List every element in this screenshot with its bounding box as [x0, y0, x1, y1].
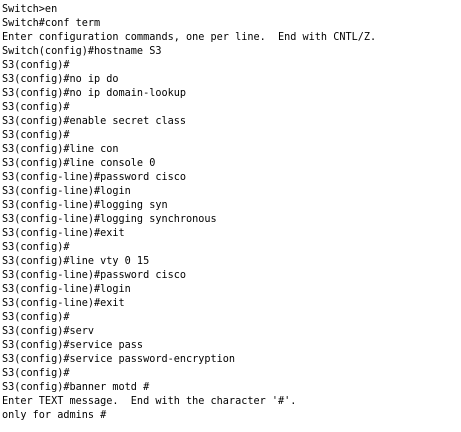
terminal-line: S3(config-line)#login: [2, 284, 131, 295]
terminal-line: Switch>en: [2, 4, 58, 15]
terminal-line: Enter configuration commands, one per li…: [2, 32, 377, 43]
terminal-line: S3(config)#: [2, 368, 70, 379]
terminal-line: S3(config)#line console 0: [2, 158, 156, 169]
terminal-line: Switch(config)#hostname S3: [2, 46, 162, 57]
terminal-line: S3(config)#: [2, 130, 70, 141]
terminal-line: S3(config)#: [2, 102, 70, 113]
terminal-line: S3(config)#service pass: [2, 340, 144, 351]
terminal-line: S3(config)#: [2, 312, 70, 323]
terminal-line: S3(config)#enable secret class: [2, 116, 187, 127]
terminal-line: S3(config)#service password-encryption: [2, 354, 236, 365]
terminal-line: S3(config)#line con: [2, 144, 119, 155]
terminal-line: S3(config)#no ip domain-lookup: [2, 88, 187, 99]
terminal-line: Enter TEXT message. End with the charact…: [2, 396, 297, 407]
terminal-line: S3(config-line)#exit: [2, 228, 125, 239]
terminal-line: only for admins #: [2, 410, 107, 421]
terminal-line: S3(config-line)#exit: [2, 298, 125, 309]
terminal-line: S3(config)#: [2, 60, 70, 71]
terminal-line: S3(config-line)#login: [2, 186, 131, 197]
terminal-line: S3(config)#line vty 0 15: [2, 256, 150, 267]
terminal-line: S3(config)#: [2, 242, 70, 253]
terminal-line: S3(config-line)#logging synchronous: [2, 214, 217, 225]
terminal-line: Switch#conf term: [2, 18, 101, 29]
terminal-line: S3(config-line)#logging syn: [2, 200, 168, 211]
terminal-line: S3(config)#no ip do: [2, 74, 119, 85]
terminal-line: S3(config-line)#password cisco: [2, 172, 187, 183]
terminal-line: S3(config-line)#password cisco: [2, 270, 187, 281]
terminal-line: S3(config)#banner motd #: [2, 382, 150, 393]
terminal-line: S3(config)#serv: [2, 326, 95, 337]
